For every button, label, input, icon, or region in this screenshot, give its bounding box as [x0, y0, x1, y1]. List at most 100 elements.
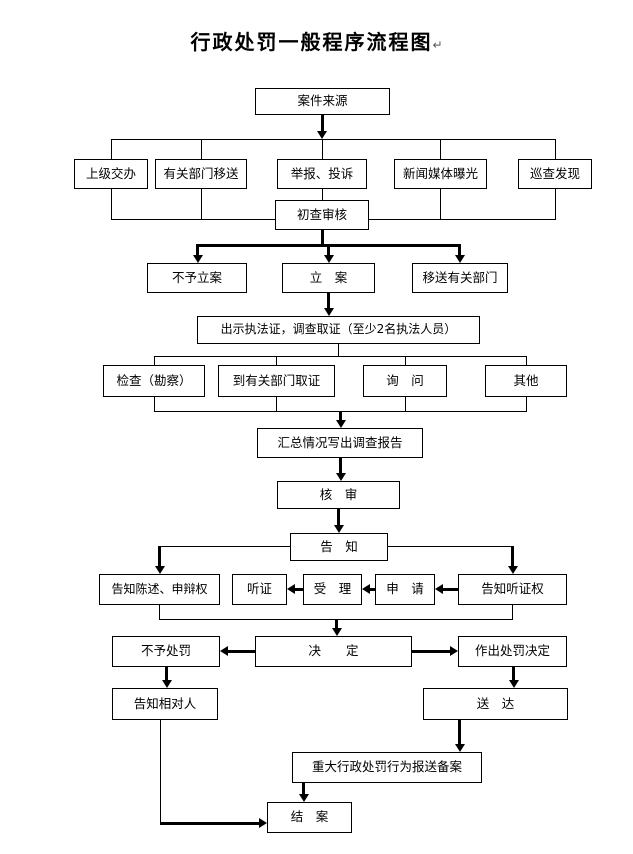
connector-line: [158, 546, 161, 567]
connector-line: [339, 411, 342, 421]
connector-line: [160, 720, 161, 824]
node-no-case-filing: 不予立案: [147, 263, 247, 293]
node-decision: 决 定: [255, 636, 412, 667]
node-notify-hearing-right: 告知听证权: [458, 574, 567, 605]
connector-line: [201, 139, 202, 159]
arrow-down-icon: [324, 255, 334, 263]
arrow-down-icon: [336, 420, 346, 428]
connector-line: [228, 650, 255, 653]
node-summary-report: 汇总情况写出调查报告: [257, 428, 423, 458]
node-other: 其他: [485, 365, 567, 397]
connector-line: [111, 219, 275, 220]
connector-line: [111, 139, 555, 140]
connector-line: [337, 509, 340, 526]
arrow-down-icon: [332, 628, 342, 636]
connector-line: [327, 293, 330, 309]
connector-line: [335, 619, 338, 629]
connector-line: [555, 189, 556, 220]
connector-line: [440, 139, 441, 159]
node-hearing: 听证: [232, 574, 287, 605]
node-show-credentials: 出示执法证，调查取证（至少2名执法人员）: [197, 316, 480, 344]
arrow-down-icon: [455, 744, 465, 752]
node-initial-review: 初查审核: [275, 200, 369, 230]
node-transfer-out: 移送有关部门: [412, 263, 508, 293]
connector-line: [526, 356, 527, 365]
node-notification: 告 知: [290, 533, 388, 561]
arrow-left-icon: [435, 584, 443, 594]
connector-line: [302, 783, 305, 795]
connector-line: [369, 219, 555, 220]
connector-line: [201, 189, 202, 220]
connector-line: [160, 822, 259, 825]
node-notify-defense-right: 告知陈述、申辩权: [99, 574, 220, 605]
connector-line: [321, 114, 324, 133]
arrow-down-icon: [155, 566, 165, 574]
arrow-down-icon: [193, 255, 203, 263]
connector-line: [276, 356, 277, 365]
connector-line: [196, 244, 199, 256]
connector-line: [512, 667, 515, 681]
arrow-down-icon: [509, 680, 519, 688]
node-inquiry: 询 问: [363, 365, 447, 397]
node-dept-transfer-in: 有关部门移送: [155, 159, 247, 189]
paragraph-mark-icon: ↵: [432, 38, 443, 52]
node-major-penalty-filing: 重大行政处罚行为报送备案: [292, 752, 482, 783]
node-patrol-discovery: 巡查发现: [518, 159, 592, 189]
node-report-complaint: 举报、投诉: [277, 159, 367, 189]
connector-line: [165, 667, 168, 681]
node-inspection: 检查（勘察）: [103, 365, 205, 397]
node-delivery: 送 达: [423, 688, 568, 720]
arrow-down-icon: [162, 680, 172, 688]
connector-line: [458, 720, 461, 745]
connector-line: [322, 189, 323, 200]
connector-line: [405, 397, 406, 412]
node-application: 申 请: [375, 574, 435, 605]
arrow-down-icon: [336, 473, 346, 481]
connector-line: [405, 356, 406, 365]
node-superior-assign: 上级交办: [74, 159, 148, 189]
arrow-down-icon: [324, 308, 334, 316]
connector-line: [154, 397, 155, 412]
node-acceptance: 受 理: [303, 574, 362, 605]
node-media-exposure: 新闻媒体曝光: [394, 159, 487, 189]
arrow-down-icon: [334, 525, 344, 533]
node-case-closed: 结 案: [267, 802, 352, 833]
connector-line: [159, 546, 290, 547]
connector-line: [154, 356, 526, 357]
connector-line: [327, 244, 330, 256]
node-verify-review: 核 审: [277, 481, 400, 509]
connector-line: [276, 397, 277, 412]
connector-line: [388, 546, 512, 547]
arrow-left-icon: [287, 584, 295, 594]
connector-line: [526, 397, 527, 412]
arrow-down-icon: [508, 566, 518, 574]
connector-line: [512, 605, 513, 620]
connector-line: [159, 605, 160, 620]
arrow-down-icon: [455, 255, 465, 263]
connector-line: [111, 189, 112, 220]
arrow-left-icon: [362, 584, 370, 594]
page-title: 行政处罚一般程序流程图↵: [0, 26, 633, 55]
connector-line: [412, 650, 450, 653]
arrow-right-icon: [259, 818, 267, 828]
arrow-down-icon: [299, 794, 309, 802]
node-make-penalty-decision: 作出处罚决定: [458, 636, 567, 667]
arrow-right-icon: [450, 646, 458, 656]
connector-line: [339, 458, 342, 474]
connector-line: [295, 588, 303, 591]
connector-line: [458, 244, 461, 256]
connector-line: [154, 356, 155, 365]
node-case-filing: 立 案: [282, 263, 375, 293]
connector-line: [440, 189, 441, 220]
connector-line: [370, 588, 375, 591]
connector-line: [322, 139, 323, 159]
title-text: 行政处罚一般程序流程图: [190, 30, 433, 54]
node-no-penalty: 不予处罚: [112, 636, 220, 667]
node-dept-evidence: 到有关部门取证: [218, 365, 335, 397]
connector-line: [511, 546, 514, 567]
connector-line: [321, 230, 324, 246]
arrow-down-icon: [317, 131, 327, 139]
connector-line: [555, 139, 556, 159]
connector-line: [111, 139, 112, 159]
